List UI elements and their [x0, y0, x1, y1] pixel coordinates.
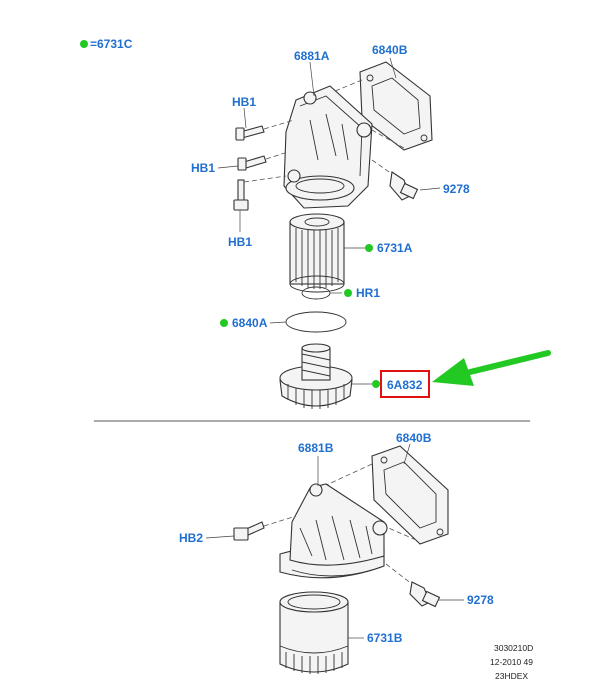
footer-reference: 3030210D 12-2010 49 23HDEX [490, 643, 533, 681]
footer-line-3: 23HDEX [495, 671, 528, 681]
label-bracket-top: 6881A [294, 49, 330, 63]
label-bracket-bottom: 6881B [298, 441, 334, 455]
label-oring-large: 6840A [232, 316, 268, 330]
marker-dot-oring-large [220, 319, 228, 327]
bottom-gasket-part [371, 445, 449, 545]
top-assembly: 6881A 6840B HB1 HB1 HB1 9278 6731A HR1 6… [191, 43, 551, 409]
label-cap: 6A832 [387, 378, 423, 392]
label-sensor-bottom: 9278 [467, 593, 494, 607]
legend: =6731C [80, 37, 133, 51]
top-bolt-1-part [235, 125, 265, 141]
top-oring-small-part [301, 286, 331, 300]
bottom-filter-part [279, 591, 349, 674]
label-oring-small: HR1 [356, 286, 380, 300]
footer-line-2: 12-2010 49 [490, 657, 533, 667]
callout-arrow [432, 350, 551, 386]
top-oring-large-part [285, 311, 347, 333]
marker-dot-cap [372, 380, 380, 388]
footer-line-1: 3030210D [494, 643, 533, 653]
top-bolt-3-part [233, 179, 249, 211]
top-cap-part [279, 343, 353, 409]
bottom-bracket-part [279, 483, 388, 579]
label-bolt-1-top: HB1 [232, 95, 256, 109]
top-bolt-2-part [237, 155, 267, 171]
top-sensor-part [389, 171, 419, 201]
top-bracket-part [283, 85, 373, 209]
bottom-assembly: 6881B 6840B HB2 9278 6731B [179, 431, 494, 674]
label-filter-bottom: 6731B [367, 631, 403, 645]
legend-marker-dot [80, 40, 88, 48]
marker-dot-filter-top [365, 244, 373, 252]
label-sensor-top: 9278 [443, 182, 470, 196]
cap-label-highlight-box [380, 370, 430, 398]
bottom-sensor-part [409, 581, 441, 608]
label-bolt-bottom: HB2 [179, 531, 203, 545]
label-bolt-3-top: HB1 [228, 235, 252, 249]
label-filter-top: 6731A [377, 241, 413, 255]
legend-text: =6731C [90, 37, 133, 51]
label-gasket-top: 6840B [372, 43, 408, 57]
bottom-bolt-part [233, 521, 265, 541]
label-gasket-bottom: 6840B [396, 431, 432, 445]
marker-dot-oring-small [344, 289, 352, 297]
top-filter-element-part [289, 213, 345, 293]
label-bolt-2-top: HB1 [191, 161, 215, 175]
